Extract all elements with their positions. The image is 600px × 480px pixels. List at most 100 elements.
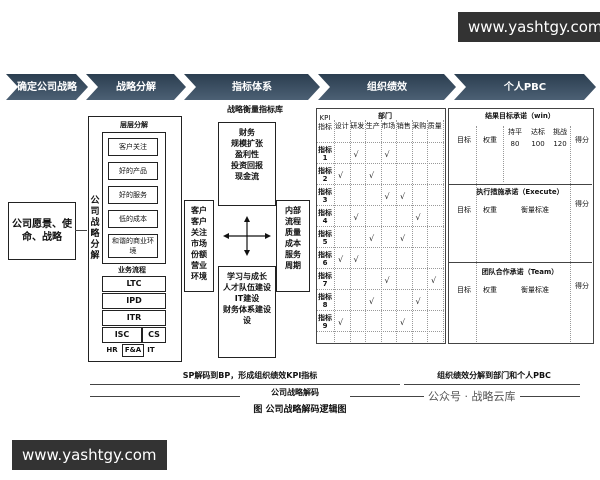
support-fa: F&A — [122, 344, 144, 357]
check-mark: √ — [384, 276, 390, 285]
pbc-exec-col-weight: 权重 — [483, 206, 497, 214]
process-itr: ITR — [102, 310, 166, 326]
org-grid-line — [334, 120, 335, 342]
kpi-internal-box: 内部 流程 质量 成本 服务 周期 — [276, 200, 310, 292]
check-mark: √ — [369, 171, 375, 180]
strategy-decode-label: 公司战略解码 — [240, 389, 350, 397]
pbc-grid — [476, 126, 477, 342]
org-row-label: 指标2 — [318, 167, 332, 183]
kpi-header: KPI指标 — [318, 114, 332, 131]
pbc-team-col-target: 目标 — [457, 286, 471, 294]
sp-decode-label: SP解码到BP，形成组织绩效KPI指标 — [182, 371, 318, 380]
org-row-label: 指标9 — [318, 314, 332, 330]
decomp-side-label: 公司战略分解 — [90, 196, 100, 261]
org-col-header: 研发 — [350, 122, 365, 130]
support-hr: HR — [106, 346, 118, 354]
check-mark: √ — [353, 255, 359, 264]
org-row-label: 指标6 — [318, 251, 332, 267]
org-col-header: 销售 — [396, 122, 411, 130]
pbc-threshold-120: 120 — [553, 140, 567, 148]
level-title: 层层分解 — [120, 121, 148, 129]
org-grid-line — [365, 120, 366, 342]
org-table — [316, 108, 446, 344]
figure-caption: 图 公司战略解码逻辑图 — [253, 405, 347, 415]
process-title: 业务流程 — [118, 266, 146, 274]
org-to-pbc-arrow — [404, 384, 580, 385]
process-cs: CS — [142, 327, 166, 343]
org-col-header: 质量 — [427, 122, 442, 130]
kpi-learning-box: 学习与成长 人才队伍建设 IT建设 财务体系建设 设 — [218, 266, 276, 358]
support-it: IT — [147, 346, 155, 354]
org-row-label: 指标1 — [318, 146, 332, 162]
chevron-decomposition: 战略分解 — [86, 74, 186, 100]
check-mark: √ — [353, 213, 359, 222]
connector-line — [75, 230, 87, 231]
pbc-grid — [570, 126, 571, 342]
chevron-kpi-system: 指标体系 — [184, 74, 320, 100]
pbc-team-col-measure: 衡量标准 — [521, 286, 549, 294]
org-row-label: 指标5 — [318, 230, 332, 246]
org-to-pbc-label: 组织绩效分解到部门和个人PBC — [437, 371, 551, 380]
org-row-label: 指标4 — [318, 209, 332, 225]
level-item-environment: 和谐的商业环境 — [108, 234, 158, 258]
pbc-result-col-flat: 持平 — [508, 128, 522, 136]
check-mark: √ — [415, 297, 421, 306]
check-mark: √ — [338, 171, 344, 180]
process-ipd: IPD — [102, 293, 166, 309]
org-grid-line — [427, 120, 428, 342]
pbc-result-title: 结果目标承诺（win） — [485, 112, 555, 120]
pbc-result-col-challenge: 挑战 — [553, 128, 567, 136]
check-mark: √ — [384, 192, 390, 201]
wechat-watermark: 公众号 · 战略云库 — [424, 388, 520, 404]
level-item-service: 好的服务 — [108, 186, 158, 204]
check-mark: √ — [369, 297, 375, 306]
org-grid-line — [380, 120, 382, 342]
pbc-team-col-score: 得分 — [575, 282, 589, 290]
level-item-cost: 低的成本 — [108, 210, 158, 228]
chevron-org-performance: 组织绩效 — [318, 74, 456, 100]
check-mark: √ — [400, 318, 406, 327]
pbc-divider — [449, 262, 592, 263]
pbc-team-title: 团队合作承诺（Team） — [481, 268, 559, 276]
check-mark: √ — [338, 318, 344, 327]
pbc-exec-col-target: 目标 — [457, 206, 471, 214]
cross-arrows-icon — [223, 216, 271, 256]
org-col-header: 采购 — [412, 122, 427, 130]
pbc-exec-col-score: 得分 — [575, 200, 589, 208]
org-col-header: 生产 — [365, 122, 380, 130]
level-item-product: 好的产品 — [108, 162, 158, 180]
process-ltc: LTC — [102, 276, 166, 292]
kpi-finance-box: 财务 规模扩张 盈利性 投资回报 现金流 — [218, 122, 276, 206]
org-grid-line — [349, 120, 351, 342]
check-mark: √ — [400, 192, 406, 201]
org-col-header: 市场 — [381, 122, 396, 130]
pbc-result-col-weight: 权重 — [483, 136, 497, 144]
org-grid-line — [442, 120, 444, 342]
pbc-threshold-80: 80 — [510, 140, 520, 148]
pbc-result-col-target: 目标 — [457, 136, 471, 144]
pbc-exec-title: 执行措施承诺（Execute） — [476, 188, 564, 196]
org-row-label: 指标8 — [318, 293, 332, 309]
org-col-header: 设计 — [334, 122, 349, 130]
check-mark: √ — [415, 213, 421, 222]
chevron-personal-pbc: 个人PBC — [454, 74, 596, 100]
kpi-lib-title: 战略衡量指标库 — [227, 105, 283, 114]
check-mark: √ — [369, 234, 375, 243]
kpi-customer-box: 客户 客户 关注 市场 份额 营业 环境 — [184, 200, 214, 292]
chevron-strategy: 确定公司战略 — [6, 74, 88, 100]
level-item-customer: 客户关注 — [108, 138, 158, 156]
dept-header: 部门 — [378, 112, 392, 120]
pbc-table — [448, 108, 594, 344]
pbc-threshold-100: 100 — [531, 140, 545, 148]
sp-decode-arrow — [90, 384, 400, 385]
check-mark: √ — [353, 150, 359, 159]
org-grid-line — [396, 120, 397, 342]
check-mark: √ — [338, 255, 344, 264]
pbc-team-col-weight: 权重 — [483, 286, 497, 294]
watermark-bottom: www.yashtgy.com — [12, 440, 167, 470]
check-mark: √ — [384, 150, 390, 159]
vision-box: 公司愿景、使命、战略 — [8, 202, 76, 260]
pbc-divider — [449, 184, 592, 185]
org-row-label: 指标3 — [318, 188, 332, 204]
pbc-result-col-score: 得分 — [575, 136, 589, 144]
